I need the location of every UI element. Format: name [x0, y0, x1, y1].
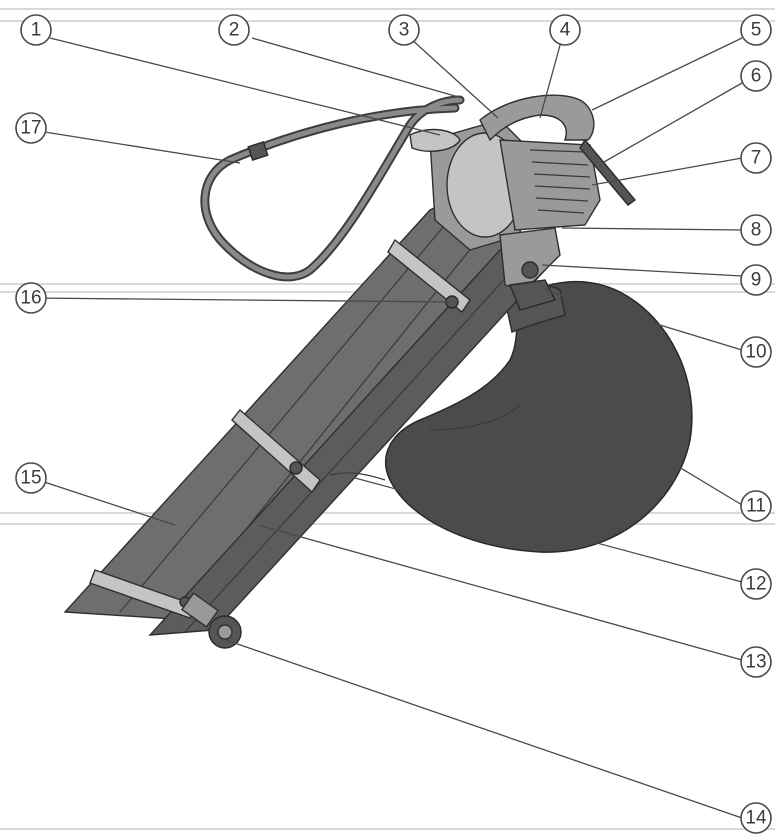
leader-6	[603, 82, 743, 163]
callout-14: 14	[740, 802, 772, 834]
leader-4	[539, 37, 563, 119]
shoulder-strap	[200, 95, 465, 282]
leader-13	[257, 524, 743, 661]
callout-number: 5	[751, 20, 762, 41]
leader-14	[225, 639, 743, 819]
callout-number: 4	[560, 20, 571, 41]
callouts: 1 2 3 4 5 6 7 8 9 10 11 12 13 14 15 16 1…	[15, 14, 772, 834]
callout-12: 12	[740, 568, 772, 600]
callout-number: 3	[399, 20, 410, 41]
motor-housing	[409, 94, 637, 311]
callout-17: 17	[15, 112, 47, 144]
callout-3: 3	[388, 14, 420, 46]
leader-10	[544, 289, 743, 351]
callout-number: 7	[751, 148, 762, 169]
leader-16	[31, 297, 453, 303]
callout-13: 13	[740, 646, 772, 678]
callout-11: 11	[740, 490, 772, 522]
callout-number: 13	[745, 652, 766, 673]
callout-number: 6	[751, 66, 762, 87]
leader-15	[31, 477, 176, 526]
guide-wheel	[181, 592, 242, 649]
callout-number: 12	[745, 574, 766, 595]
callout-number: 14	[745, 808, 767, 829]
callout-5: 5	[740, 14, 772, 46]
callout-2: 2	[218, 14, 250, 46]
callout-8: 8	[740, 214, 772, 246]
callout-number: 9	[751, 270, 762, 291]
callout-16: 16	[15, 282, 47, 314]
leader-2	[251, 37, 463, 99]
callout-number: 17	[20, 118, 41, 139]
callout-15: 15	[15, 462, 47, 494]
callout-6: 6	[740, 60, 772, 92]
callout-9: 9	[740, 264, 772, 296]
leader-12	[354, 477, 743, 583]
callout-number: 8	[751, 220, 762, 241]
callout-number: 15	[20, 468, 41, 489]
callout-number: 11	[746, 496, 766, 517]
leader-11	[567, 399, 743, 506]
leader-7	[591, 157, 743, 186]
leader-9	[541, 264, 743, 277]
tube-clamps	[89, 238, 471, 619]
callout-7: 7	[740, 142, 772, 174]
callout-number: 1	[31, 20, 42, 41]
callout-number: 10	[745, 342, 766, 363]
leader-5	[591, 37, 743, 111]
blower-tube-upper	[63, 179, 521, 621]
callout-number: 2	[229, 20, 240, 41]
leader-3	[409, 37, 499, 119]
callout-10: 10	[740, 336, 772, 368]
leader-1	[49, 37, 441, 136]
leader-8	[561, 227, 743, 231]
leader-lines	[31, 37, 743, 819]
callout-number: 16	[20, 288, 41, 309]
callout-1: 1	[20, 14, 52, 46]
callout-4: 4	[549, 14, 581, 46]
leader-17	[31, 129, 241, 164]
